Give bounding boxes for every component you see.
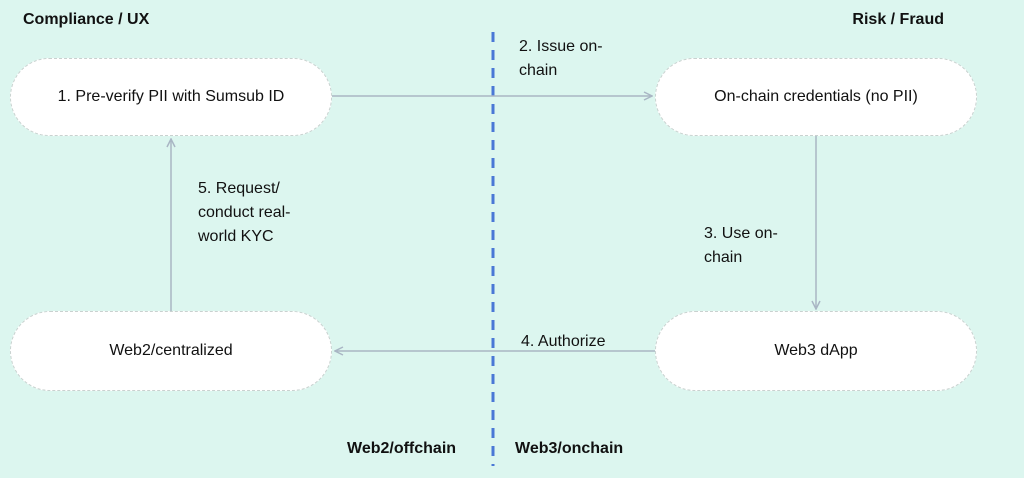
web2-centralized-node: Web2/centralized <box>10 311 332 391</box>
web3-dapp-label: Web3 dApp <box>774 342 858 359</box>
use-onchain-label: 3. Use on-chain <box>704 225 778 266</box>
web2-centralized-label: Web2/centralized <box>109 342 233 359</box>
onchain-credentials-node: On-chain credentials (no PII) <box>655 58 977 136</box>
pre-verify-node: 1. Pre-verify PII with Sumsub ID <box>10 58 332 136</box>
web3-dapp-node: Web3 dApp <box>655 311 977 391</box>
compliance-ux-heading: Compliance / UX <box>23 11 150 28</box>
pre-verify-label: 1. Pre-verify PII with Sumsub ID <box>57 88 285 105</box>
request-kyc-label: 5. Request/ conduct real-world KYC <box>198 180 291 245</box>
onchain-credentials-label: On-chain credentials (no PII) <box>714 88 918 105</box>
risk-fraud-heading: Risk / Fraud <box>852 11 944 28</box>
authorize-label: 4. Authorize <box>521 333 606 350</box>
web2-offchain-heading: Web2/offchain <box>347 440 457 457</box>
issue-onchain-label: 2. Issue on-chain <box>519 38 603 79</box>
web3-onchain-heading: Web3/onchain <box>515 440 624 457</box>
